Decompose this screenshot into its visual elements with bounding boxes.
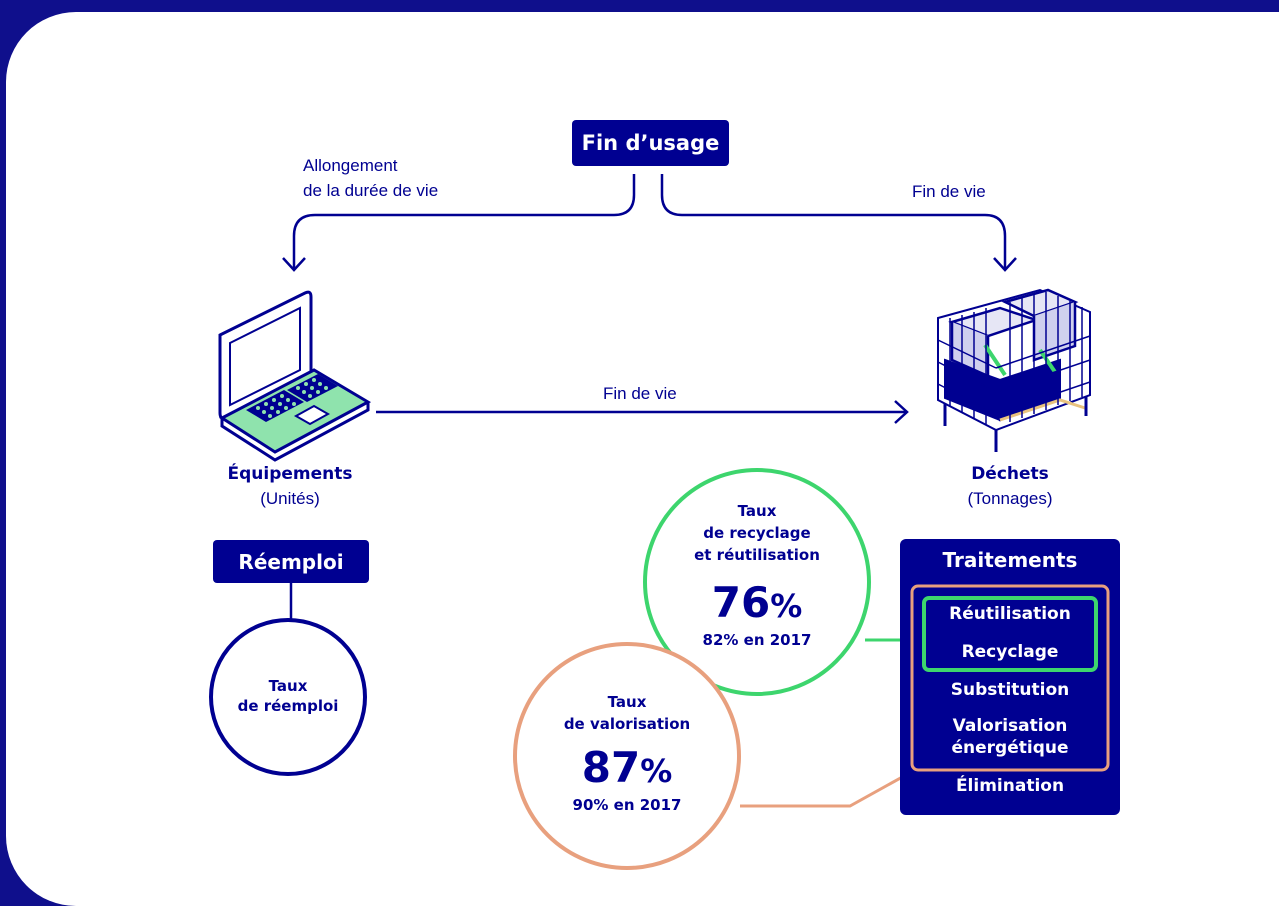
reemploi-circle — [209, 618, 367, 776]
recyclage-rate-value: 76 — [711, 578, 771, 627]
fin-de-vie-middle-label: Fin de vie — [603, 384, 677, 403]
arrow-to-dechets — [660, 174, 1007, 270]
recyclage-previous: 82% en 2017 — [702, 631, 812, 649]
valorisation-line1: Taux — [607, 693, 647, 711]
dechets-subtitle: (Tonnages) — [967, 489, 1053, 508]
arrowhead-left — [282, 257, 306, 272]
valorisation-rate: 87% — [527, 745, 727, 794]
arrow-to-equipements — [292, 174, 636, 270]
equipements-subtitle: (Unités) — [260, 489, 320, 508]
waste-cage-icon — [937, 288, 1091, 452]
valorisation-circle — [513, 642, 741, 870]
recyclage-circle — [643, 468, 871, 696]
allongement-label-line1: Allongement — [303, 156, 398, 175]
valorisation-line2: de valorisation — [563, 715, 691, 733]
treatment-substitution: Substitution — [950, 680, 1070, 700]
treatment-recyclage: Recyclage — [961, 642, 1059, 662]
laptop-icon — [218, 290, 372, 462]
reemploi-pill: Réemploi — [213, 540, 369, 583]
treatment-reutilisation: Réutilisation — [949, 604, 1071, 624]
valorisation-previous: 90% en 2017 — [572, 796, 682, 814]
dechets-title: Déchets — [971, 464, 1049, 484]
equipements-title: Équipements — [227, 464, 353, 484]
recyclage-line2: de recyclage — [703, 524, 811, 542]
treatment-valorisation: Valorisation — [952, 716, 1068, 736]
traitements-title: Traitements — [942, 548, 1078, 572]
fin-usage-pill: Fin d’usage — [572, 120, 729, 166]
fin-de-vie-right-label: Fin de vie — [912, 182, 986, 201]
arrowhead-right — [993, 257, 1017, 272]
valorisation-rate-unit: % — [640, 752, 673, 790]
valorisation-rate-value: 87 — [581, 743, 641, 792]
treatment-elimination: Élimination — [955, 776, 1065, 796]
treatment-energetique: énergétique — [951, 738, 1069, 758]
reemploi-circle-line1: Taux — [268, 677, 308, 695]
recyclage-frame — [922, 596, 1098, 672]
recyclage-line3: et réutilisation — [694, 546, 820, 564]
valorisation-frame — [910, 584, 1110, 772]
valorisation-connector — [740, 768, 916, 808]
recyclage-rate-unit: % — [770, 587, 803, 625]
allongement-label-line2: de la durée de vie — [303, 181, 439, 200]
reemploi-circle-line2: de réemploi — [237, 697, 339, 715]
recyclage-rate: 76% — [657, 580, 857, 629]
recyclage-line1: Taux — [737, 502, 777, 520]
middle-arrowhead — [894, 400, 909, 424]
